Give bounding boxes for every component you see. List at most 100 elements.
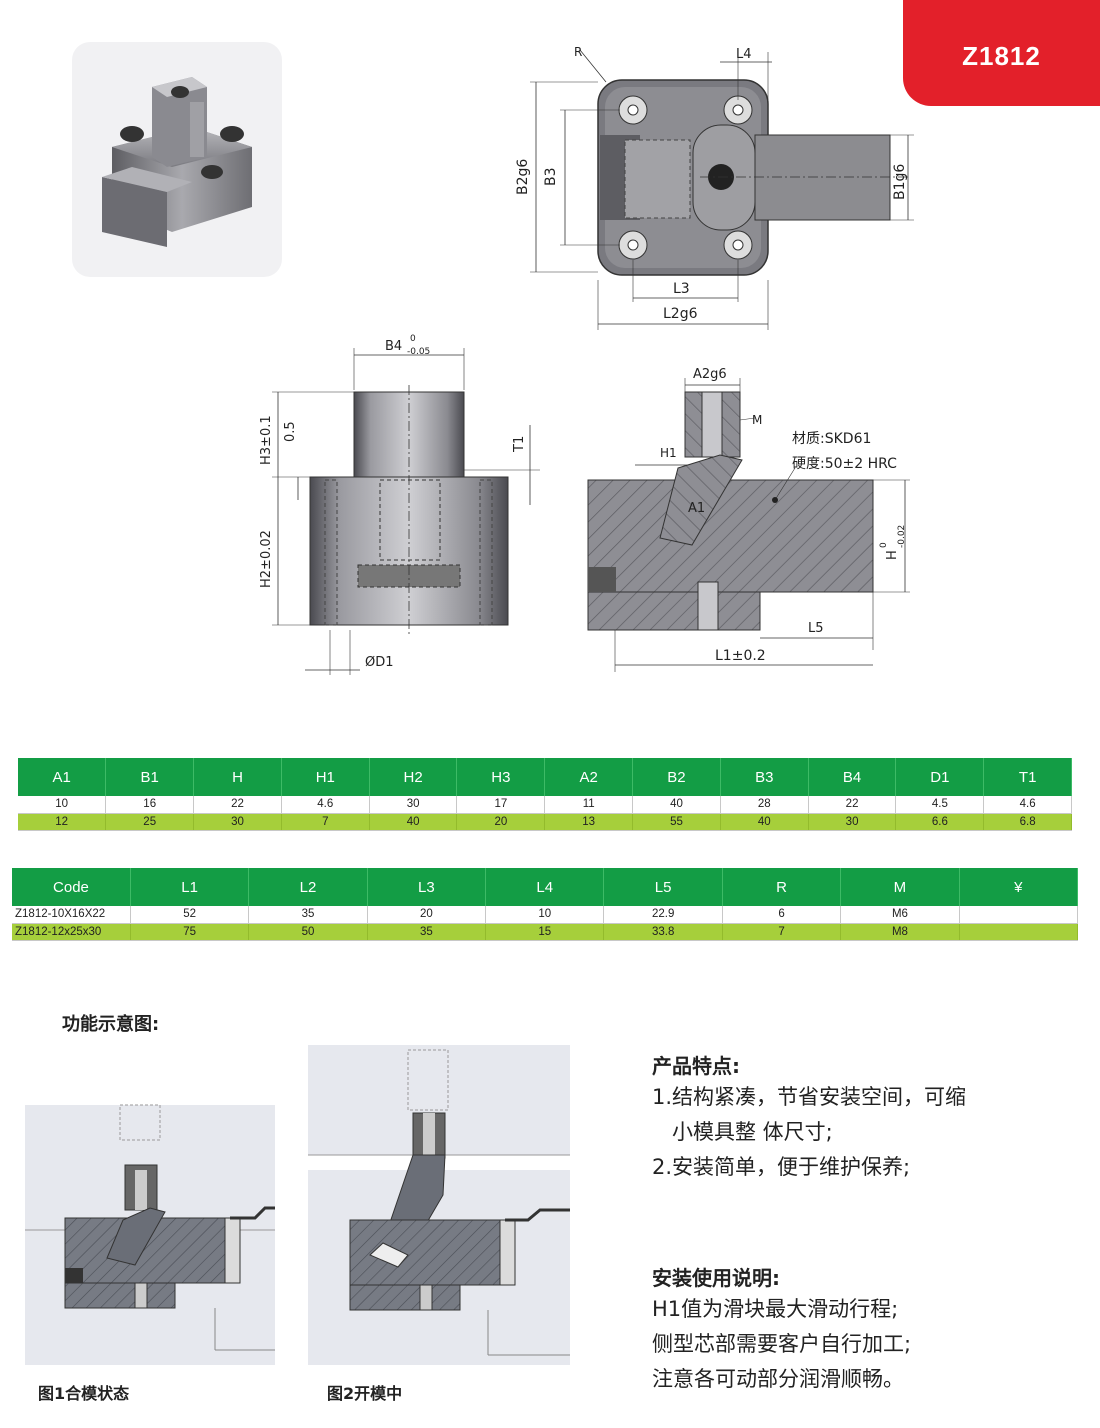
table-cell: 6.8 bbox=[983, 813, 1073, 831]
label-H-tol-lower: -0.02 bbox=[897, 525, 907, 548]
features-title: 产品特点: bbox=[652, 1054, 740, 1078]
table-cell: 20 bbox=[367, 906, 487, 924]
col-header: B4 bbox=[808, 758, 897, 796]
table-cell: 35 bbox=[248, 906, 368, 924]
table-cell: 28 bbox=[720, 796, 809, 814]
table-cell: 4.6 bbox=[983, 796, 1073, 814]
table-cell: 75 bbox=[130, 923, 250, 941]
col-header: Code bbox=[12, 868, 131, 906]
feature-2: 2.安装简单，便于维护保养; bbox=[652, 1155, 911, 1179]
label-B2g6: B2g6 bbox=[515, 159, 531, 195]
label-H-tol-upper: 0 bbox=[879, 542, 889, 548]
material-label: 材质:SKD61 bbox=[792, 431, 871, 447]
col-header: D1 bbox=[895, 758, 985, 796]
col-header: L3 bbox=[367, 868, 487, 906]
product-code-badge: Z1812 bbox=[903, 0, 1100, 106]
label-H3: H3±0.1 bbox=[259, 415, 274, 465]
table-cell: 6.6 bbox=[895, 813, 985, 831]
col-header: L2 bbox=[248, 868, 368, 906]
product-photo-image bbox=[102, 77, 252, 247]
col-header: H1 bbox=[281, 758, 370, 796]
table-cell bbox=[959, 923, 1079, 941]
table-cell: 7 bbox=[281, 813, 370, 831]
table-cell: 30 bbox=[808, 813, 897, 831]
col-header: A1 bbox=[18, 758, 107, 796]
table-cell: M8 bbox=[840, 923, 960, 941]
section-view-drawing: A2g6 M H1 A1 H 0 -0.02 L5 L1±0.2 材质:SKD6… bbox=[587, 367, 910, 672]
instruction-line-2: 侧型芯部需要客户自行加工; bbox=[652, 1332, 912, 1356]
label-L2g6: L2g6 bbox=[663, 306, 698, 322]
label-H: H bbox=[885, 550, 900, 560]
dimension-table-2: Code L1 L2 L3 L4 L5 R M ¥ Z1812-10X16X22… bbox=[12, 868, 1079, 941]
label-D1: ØD1 bbox=[365, 655, 394, 670]
label-M: M bbox=[752, 413, 762, 427]
col-header: L5 bbox=[603, 868, 723, 906]
label-L4: L4 bbox=[736, 47, 752, 62]
table-cell: 40 bbox=[369, 813, 458, 831]
figure-1-caption: 图1合模状态 bbox=[38, 1384, 130, 1403]
table-cell: 15 bbox=[485, 923, 605, 941]
table-cell: Z1812-10X16X22 bbox=[12, 906, 131, 924]
figure-2-opening-state bbox=[308, 1045, 570, 1365]
col-header: L4 bbox=[485, 868, 605, 906]
feature-1-line-2: 小模具整 体尺寸; bbox=[672, 1120, 833, 1144]
table-cell: 17 bbox=[456, 796, 546, 814]
label-B4: B4 bbox=[385, 339, 402, 354]
table-cell: M6 bbox=[840, 906, 960, 924]
table-cell: 30 bbox=[369, 796, 458, 814]
table-cell: 16 bbox=[105, 796, 195, 814]
table-cell: 4.5 bbox=[895, 796, 985, 814]
table-row: Z1812-10X16X22 52 35 20 10 22.9 6 M6 bbox=[12, 906, 1079, 924]
label-B4-tol-upper: 0 bbox=[410, 334, 416, 344]
table-cell: 55 bbox=[632, 813, 721, 831]
label-A1: A1 bbox=[688, 501, 705, 516]
table-cell: 25 bbox=[105, 813, 195, 831]
table-row: 10 16 22 4.6 30 17 11 40 28 22 4.5 4.6 bbox=[18, 796, 1073, 814]
table-cell: 33.8 bbox=[603, 923, 723, 941]
figure-1-closed-state bbox=[25, 1104, 275, 1365]
hardness-label: 硬度:50±2 HRC bbox=[792, 456, 897, 472]
col-header: B2 bbox=[632, 758, 721, 796]
label-H2: H2±0.02 bbox=[259, 530, 274, 588]
table-cell: 22.9 bbox=[603, 906, 723, 924]
col-header: ¥ bbox=[959, 868, 1079, 906]
label-R: R bbox=[574, 45, 582, 59]
label-A2g6: A2g6 bbox=[693, 367, 727, 382]
feature-1-line-1: 1.结构紧凑，节省安装空间，可缩 bbox=[652, 1085, 967, 1109]
table-cell: 20 bbox=[456, 813, 546, 831]
col-header: B1 bbox=[105, 758, 195, 796]
top-view-drawing: R L4 B2g6 B3 B1g6 L3 L2g6 bbox=[515, 45, 914, 330]
dimension-table-1: A1 B1 H H1 H2 H3 A2 B2 B3 B4 D1 T1 10 16… bbox=[18, 758, 1073, 831]
table-cell: 30 bbox=[193, 813, 282, 831]
table-header-row: Code L1 L2 L3 L4 L5 R M ¥ bbox=[12, 868, 1079, 906]
label-T1: T1 bbox=[512, 436, 527, 453]
table-cell: 35 bbox=[367, 923, 487, 941]
table-row: 12 25 30 7 40 20 13 55 40 30 6.6 6.8 bbox=[18, 813, 1073, 831]
col-header: M bbox=[840, 868, 960, 906]
label-B3: B3 bbox=[543, 167, 559, 186]
label-B4-tol-lower: -0.05 bbox=[407, 347, 430, 357]
table-cell: 13 bbox=[544, 813, 634, 831]
label-H1: H1 bbox=[660, 446, 677, 460]
col-header: H bbox=[193, 758, 282, 796]
table-cell: Z1812-12x25x30 bbox=[12, 923, 131, 941]
table-cell: 40 bbox=[632, 796, 721, 814]
table-cell: 10 bbox=[18, 796, 107, 814]
col-header: R bbox=[722, 868, 842, 906]
table-cell: 10 bbox=[485, 906, 605, 924]
table-cell: 40 bbox=[720, 813, 809, 831]
col-header: H2 bbox=[369, 758, 458, 796]
col-header: T1 bbox=[983, 758, 1073, 796]
label-B1g6: B1g6 bbox=[892, 164, 908, 200]
product-photo bbox=[72, 42, 282, 277]
table-cell: 52 bbox=[130, 906, 250, 924]
table-cell: 6 bbox=[722, 906, 842, 924]
function-title: 功能示意图: bbox=[62, 1014, 160, 1035]
instruction-line-1: H1值为滑块最大滑动行程; bbox=[652, 1297, 899, 1321]
table-row: Z1812-12x25x30 75 50 35 15 33.8 7 M8 bbox=[12, 923, 1079, 941]
figure-2-caption: 图2开模中 bbox=[327, 1384, 403, 1403]
table-header-row: A1 B1 H H1 H2 H3 A2 B2 B3 B4 D1 T1 bbox=[18, 758, 1073, 796]
table-cell: 11 bbox=[544, 796, 634, 814]
table-cell: 22 bbox=[193, 796, 282, 814]
label-L3: L3 bbox=[673, 281, 690, 297]
